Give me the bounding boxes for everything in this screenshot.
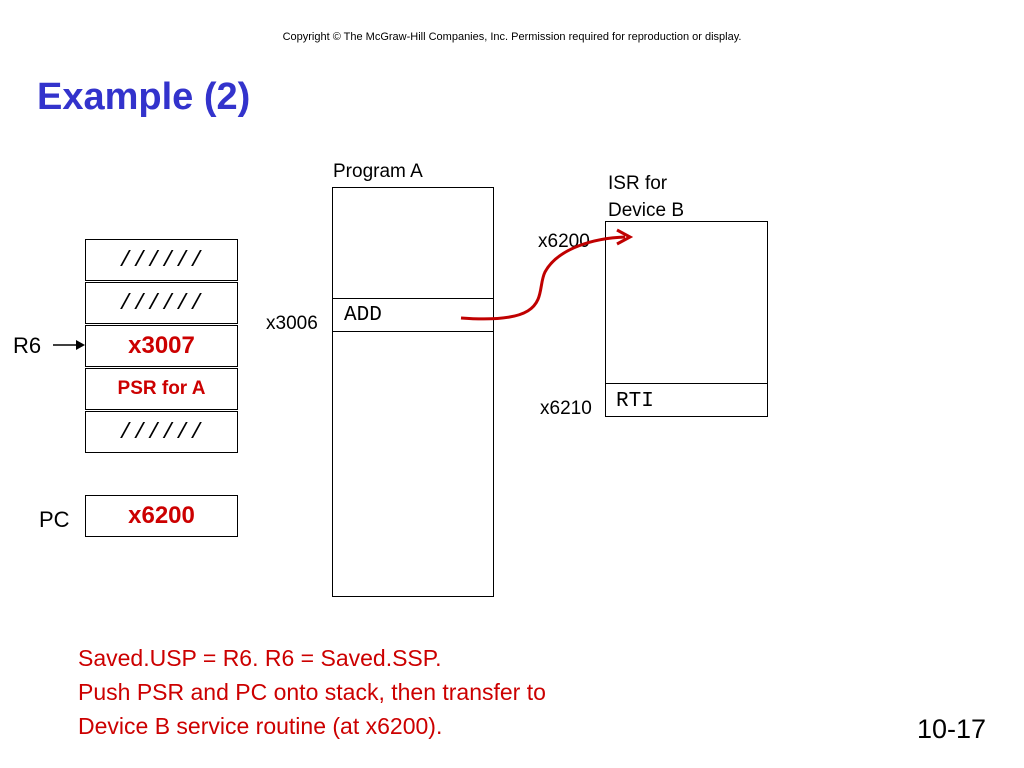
pc-value-box: x6200	[85, 495, 238, 537]
description-line-2: Push PSR and PC onto stack, then transfe…	[78, 679, 546, 705]
description-line-1: Saved.USP = R6. R6 = Saved.SSP.	[78, 645, 442, 671]
program-a-memory	[332, 187, 494, 597]
program-a-address: x3006	[266, 313, 318, 334]
r6-pointer-arrow	[53, 340, 85, 350]
program-a-instruction: ADD	[344, 304, 382, 327]
stack-cell-2: //////	[85, 282, 238, 324]
isr-title-line-1: ISR for	[608, 173, 668, 194]
isr-title-line-2: Device B	[608, 200, 685, 221]
program-a-add-row	[332, 298, 494, 332]
slide-title: Example (2)	[37, 76, 251, 118]
isr-title: ISR for Device B	[608, 170, 684, 224]
pc-label: PC	[39, 507, 70, 532]
isr-rti-row	[605, 383, 768, 417]
isr-end-address: x6210	[540, 398, 592, 419]
copyright-notice: Copyright © The McGraw-Hill Companies, I…	[282, 31, 742, 43]
page-number: 10-17	[916, 714, 986, 744]
isr-instruction: RTI	[616, 390, 654, 413]
description-line-3: Device B service routine (at x6200).	[78, 713, 443, 739]
stack-cell-3: x3007	[85, 325, 238, 367]
description: Saved.USP = R6. R6 = Saved.SSP. Push PSR…	[78, 641, 546, 743]
r6-label: R6	[13, 333, 42, 358]
stack-cell-4: PSR for A	[85, 368, 238, 410]
stack-cell-1: //////	[85, 239, 238, 281]
program-a-title: Program A	[333, 161, 423, 182]
stack-cell-5: //////	[85, 411, 238, 453]
